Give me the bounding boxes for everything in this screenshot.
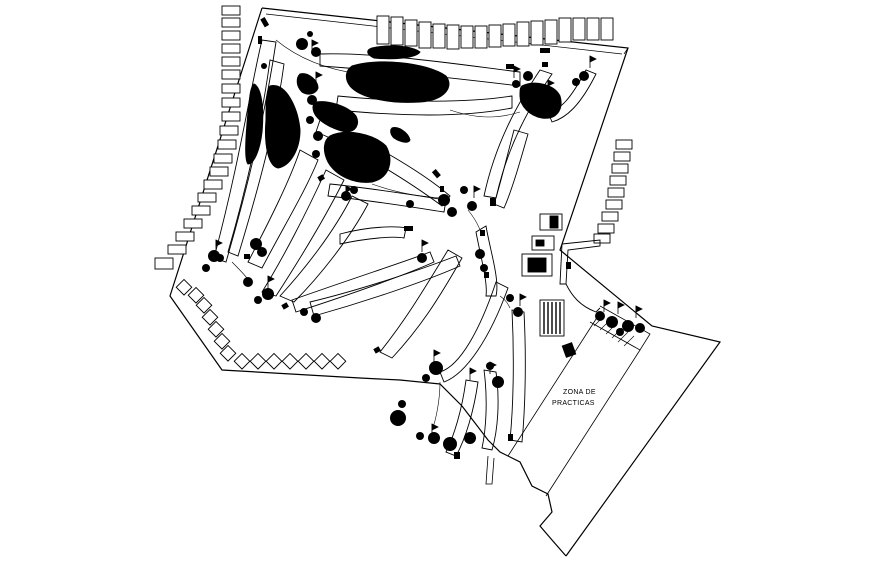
practice-zone-label: ZONA DE PRACTICAS (552, 389, 596, 407)
flags (215, 39, 643, 436)
practice-label-line1: ZONA DE (563, 389, 596, 396)
clubhouse-area (521, 213, 651, 358)
parking-row-top (376, 15, 614, 50)
water-hazards (245, 45, 562, 183)
parking-diagonal-left (175, 278, 347, 370)
tee-boxes (244, 17, 571, 459)
practice-range (485, 315, 641, 497)
practice-label-line2: PRACTICAS (552, 400, 595, 407)
cart-paths (231, 39, 521, 431)
parking-column-right (593, 139, 633, 244)
parking-column-left (154, 5, 241, 270)
trees (202, 31, 645, 451)
